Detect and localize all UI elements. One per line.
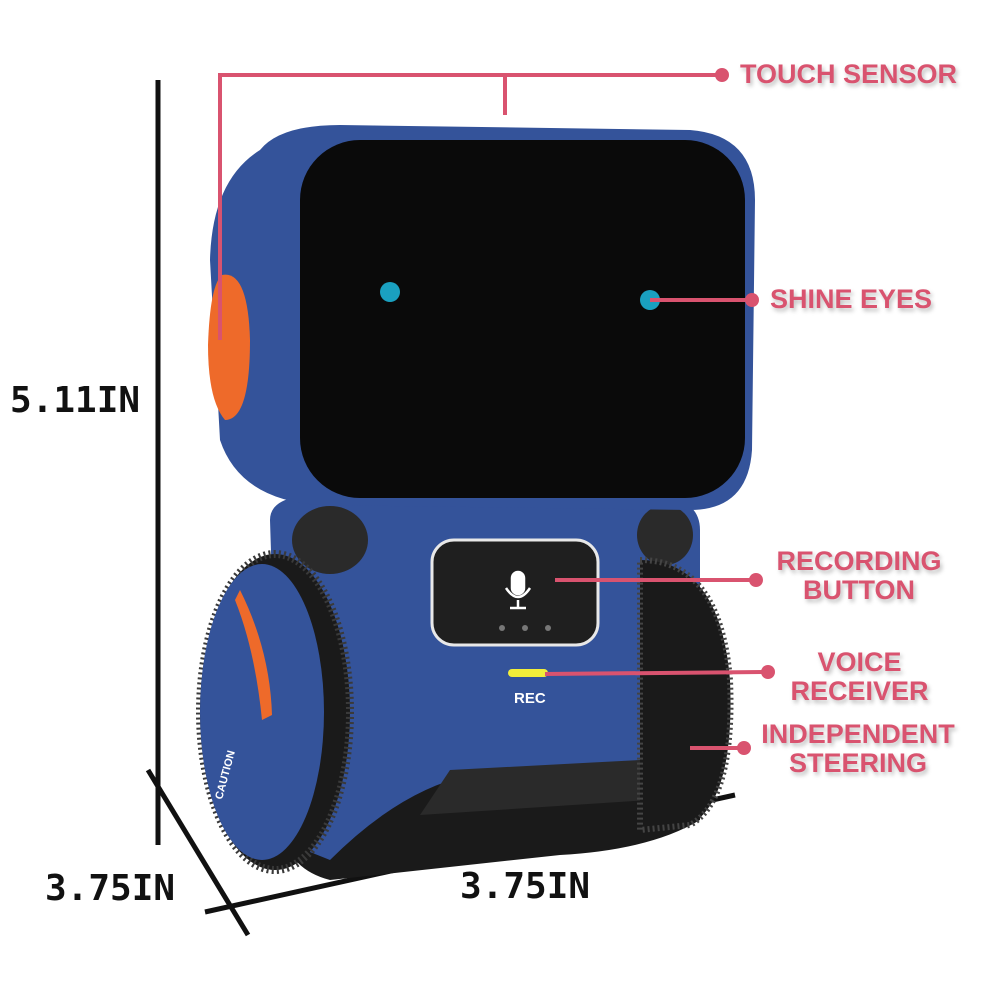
voice-receiver-led: [508, 669, 548, 677]
label-line: BUTTON: [803, 575, 915, 605]
label-line: VOICE: [817, 647, 902, 677]
independent-steering-label: INDEPENDENT STEERING: [752, 720, 964, 778]
rec-label: REC: [514, 690, 546, 707]
voice-receiver-label: VOICE RECEIVER: [782, 648, 937, 706]
depth-dimension: 3.75IN: [45, 868, 176, 909]
label-line: STEERING: [788, 748, 928, 778]
left-arm: [292, 506, 368, 574]
label-line: RECEIVER: [790, 676, 929, 706]
right-arm: [637, 505, 693, 565]
touch-sensor-label: TOUCH SENSOR: [740, 59, 958, 89]
left-wheel-accent: [235, 590, 272, 720]
recording-button-label: RECORDING BUTTON: [768, 547, 950, 605]
left-eye: [380, 282, 400, 302]
right-wheel: [637, 556, 734, 834]
head-side-accent: [208, 274, 250, 420]
microphone-icon: [504, 570, 532, 610]
label-line: RECORDING: [776, 546, 942, 576]
shine-eyes-label: SHINE EYES: [770, 284, 933, 314]
height-dimension: 5.11IN: [10, 380, 141, 421]
label-line: INDEPENDENT: [761, 719, 955, 749]
callout-lines: [218, 73, 769, 750]
face-screen: [300, 140, 745, 498]
width-dimension: 3.75IN: [460, 866, 591, 907]
